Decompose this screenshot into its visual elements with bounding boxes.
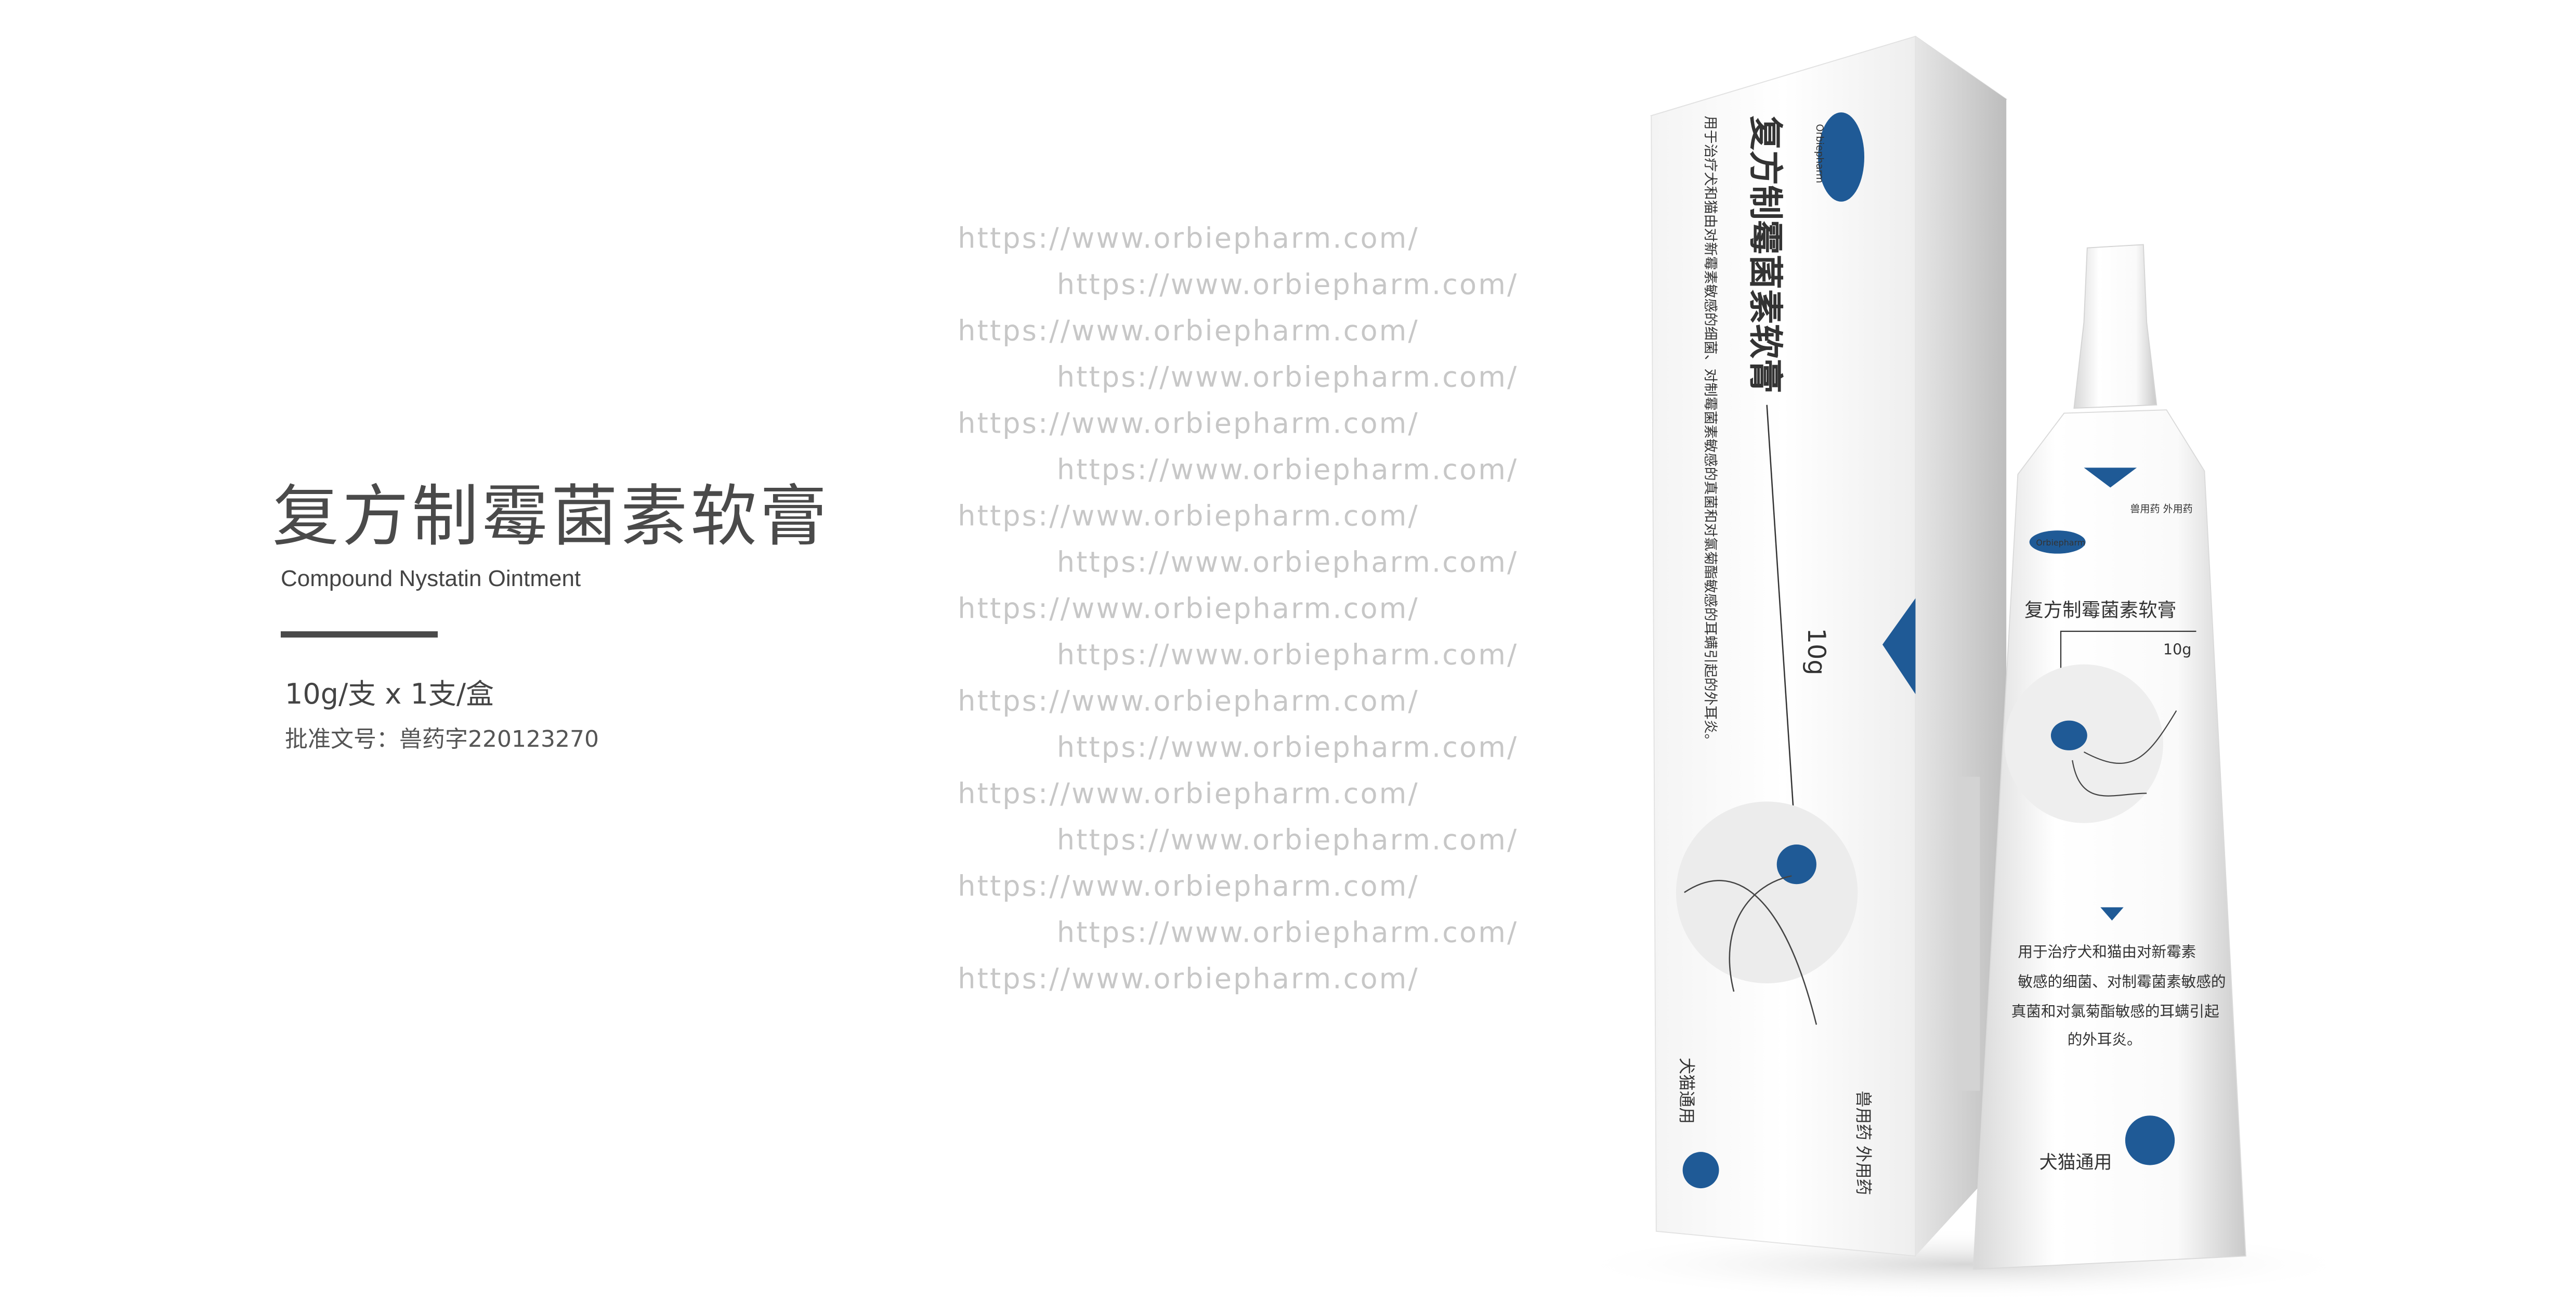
tube-indication-line: 的外耳炎。: [2068, 1031, 2142, 1048]
svg-text:https://www.orbiepharm.com/: https://www.orbiepharm.com/: [1057, 824, 1519, 856]
tube-indication-line: 用于治疗犬和猫由对新霉素: [2018, 943, 2196, 960]
svg-text:https://www.orbiepharm.com/: https://www.orbiepharm.com/: [1057, 546, 1519, 579]
product-box: Orbiepharm 复方制霉菌素软膏 10g 用于治疗犬和猫由对新霉素敏感的细…: [1650, 35, 2008, 1257]
watermark: https://www.orbiepharm.com/ https://www.…: [958, 222, 1519, 995]
box-indication: 用于治疗犬和猫由对新霉素敏感的细菌、对制霉菌素敏感的真菌和对氯菊酯敏感的耳螨引起…: [1702, 115, 1718, 747]
svg-text:https://www.orbiepharm.com/: https://www.orbiepharm.com/: [958, 685, 1419, 718]
brand-logo: [2029, 530, 2086, 554]
tube-brand-text: Orbiepharm: [2036, 538, 2085, 548]
product-title: 复方制霉菌素软膏: [272, 478, 830, 555]
triangle-icon: [2084, 467, 2137, 488]
svg-text:https://www.orbiepharm.com/: https://www.orbiepharm.com/: [958, 407, 1419, 440]
ear-illustration: [1676, 801, 1858, 983]
product-spec: 10g/支 x 1支/盒: [285, 678, 494, 710]
svg-text:https://www.orbiepharm.com/: https://www.orbiepharm.com/: [958, 870, 1419, 903]
tube-cap: [2073, 244, 2157, 409]
tube-indication-line: 真菌和对氯菊酯敏感的耳螨引起: [2011, 1003, 2219, 1020]
svg-text:https://www.orbiepharm.com/: https://www.orbiepharm.com/: [958, 500, 1419, 532]
divider: [281, 631, 438, 638]
brand-logo-text: Orbiepharm: [1814, 124, 1825, 183]
tube-product-name: 复方制霉菌素软膏: [2024, 599, 2176, 621]
box-species: 犬猫通用: [1677, 1058, 1695, 1124]
tube-weight: 10g: [2163, 641, 2192, 658]
product-english-name: Compound Nystatin Ointment: [281, 566, 581, 591]
product-tube: 兽用药 外用药 Orbiepharm 复方制霉菌素软膏 10g 用于治疗犬和猫由…: [1972, 244, 2246, 1270]
svg-text:https://www.orbiepharm.com/: https://www.orbiepharm.com/: [1057, 639, 1519, 671]
brand-logo: [1818, 112, 1865, 202]
svg-text:https://www.orbiepharm.com/: https://www.orbiepharm.com/: [1057, 453, 1519, 486]
triangle-icon: [1882, 598, 1916, 694]
svg-text:https://www.orbiepharm.com/: https://www.orbiepharm.com/: [958, 222, 1419, 255]
box-usage-tag: 兽用药 外用药: [1853, 1091, 1872, 1196]
svg-text:https://www.orbiepharm.com/: https://www.orbiepharm.com/: [1057, 361, 1519, 394]
box-product-name: 复方制霉菌素软膏: [1745, 115, 1786, 393]
approval-number: 批准文号：兽药字220123270: [285, 726, 599, 752]
tube-indication-line: 敏感的细菌、对制霉菌素敏感的: [2018, 972, 2226, 990]
box-weight: 10g: [1802, 628, 1830, 676]
svg-text:https://www.orbiepharm.com/: https://www.orbiepharm.com/: [958, 592, 1419, 625]
svg-text:https://www.orbiepharm.com/: https://www.orbiepharm.com/: [958, 315, 1419, 347]
svg-text:https://www.orbiepharm.com/: https://www.orbiepharm.com/: [1057, 916, 1519, 949]
tube-usage-tag: 兽用药 外用药: [2130, 503, 2192, 515]
svg-text:https://www.orbiepharm.com/: https://www.orbiepharm.com/: [958, 777, 1419, 810]
pet-icon: [1682, 1152, 1719, 1189]
pet-icon: [2125, 1115, 2175, 1165]
svg-text:https://www.orbiepharm.com/: https://www.orbiepharm.com/: [1057, 268, 1519, 301]
svg-text:https://www.orbiepharm.com/: https://www.orbiepharm.com/: [958, 962, 1419, 995]
tube-species: 犬猫通用: [2039, 1152, 2112, 1173]
triangle-icon: [2100, 907, 2124, 921]
svg-text:https://www.orbiepharm.com/: https://www.orbiepharm.com/: [1057, 731, 1519, 764]
